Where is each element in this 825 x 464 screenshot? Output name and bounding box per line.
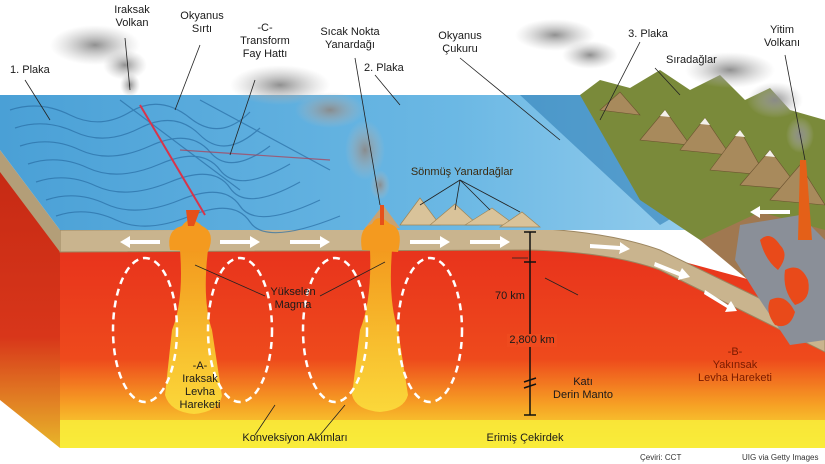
- label-iraksak-levha: -A- Iraksak Levha Hareketi: [170, 360, 230, 412]
- hotspot-plume: [352, 250, 408, 412]
- subduction-magma: [735, 215, 825, 345]
- label-line: 3. Plaka: [628, 28, 668, 40]
- mantle-side-face: [0, 170, 60, 448]
- snow-caps: [660, 110, 775, 157]
- label-line: Konveksiyon Akımları: [242, 432, 348, 444]
- label-sonmus: Sönmüş Yanardağlar: [402, 166, 522, 179]
- label-transform: -C- Transform Fay Hattı: [230, 22, 300, 61]
- label-yakinsak-levha: -B- Yakınsak Levha Hareketi: [690, 346, 780, 385]
- label-line: Okyanus: [180, 10, 224, 22]
- hotspot-conduit: [380, 205, 384, 225]
- label-konveksiyon: Konveksiyon Akımları: [225, 432, 365, 445]
- label-depth-70: 70 km: [492, 290, 528, 303]
- label-line: -A-: [192, 360, 208, 372]
- ridge-plume-head: [169, 220, 211, 252]
- label-line: Çukuru: [442, 43, 478, 55]
- label-line: 70 km: [495, 290, 525, 302]
- transform-line: [179, 149, 331, 161]
- convection-currents: [111, 256, 464, 404]
- label-line: Okyanus: [438, 30, 482, 42]
- label-yitim-volkani: Yitim Volkanı: [752, 24, 812, 50]
- label-line: Derin Manto: [553, 389, 613, 401]
- label-line: Yanardağı: [325, 39, 375, 51]
- label-line: 2,800 km: [509, 334, 555, 346]
- label-erimis-cekirdek: Erimiş Çekirdek: [470, 432, 580, 445]
- label-line: Yakınsak: [712, 359, 758, 371]
- label-plaka1: 1. Plaka: [10, 64, 50, 77]
- label-sicak-nokta: Sıcak Nokta Yanardağı: [305, 26, 395, 52]
- label-plaka2: 2. Plaka: [364, 62, 404, 75]
- label-kati-manto: Katı Derin Manto: [538, 376, 628, 402]
- label-okyanus-cukuru: Okyanus Çukuru: [425, 30, 495, 56]
- label-line: -B-: [727, 346, 743, 358]
- ridge-plume: [165, 250, 222, 414]
- label-line: Sıcak Nokta: [320, 26, 380, 38]
- label-line: Iraksak: [114, 4, 150, 16]
- subduction-melt: [760, 236, 809, 327]
- depth-scale: [523, 231, 537, 416]
- label-line: 1. Plaka: [10, 64, 50, 76]
- label-line: 2. Plaka: [364, 62, 404, 74]
- label-yukselen-magma: Yükselen Magma: [258, 286, 328, 312]
- label-line: Hareketi: [179, 399, 221, 411]
- label-line: Fay Hattı: [242, 48, 288, 60]
- label-siradaglar: Sıradağlar: [666, 54, 717, 67]
- label-line: Erimiş Çekirdek: [486, 432, 564, 444]
- crust-layer: [59, 227, 825, 353]
- credit-source: UIG via Getty Images: [742, 453, 819, 462]
- credit-translation: Çeviri: CCT: [640, 453, 682, 462]
- hotspot-plume-head: [361, 218, 400, 252]
- label-line: Magma: [274, 299, 312, 311]
- label-line: Levha: [185, 386, 215, 398]
- label-line: Sönmüş Yanardağlar: [410, 166, 514, 178]
- label-line: Sırtı: [191, 23, 213, 35]
- mountain-peaks: [599, 91, 825, 206]
- ridge-line: [139, 104, 206, 216]
- label-line: Volkan: [115, 17, 149, 29]
- crust-flow-arrows: [120, 206, 790, 312]
- label-line: Yitim: [769, 24, 795, 36]
- extinct-volcanoes: [399, 197, 541, 228]
- label-line: -C-: [257, 22, 273, 34]
- yitim-volcano-conduit: [798, 160, 812, 240]
- label-line: Iraksak: [182, 373, 218, 385]
- label-line: Sıradağlar: [666, 54, 717, 66]
- core-layer: [60, 420, 825, 448]
- label-okyanus-sirti: Okyanus Sırtı: [172, 10, 232, 36]
- crust-side: [0, 150, 60, 252]
- ridge-conduit: [186, 210, 200, 226]
- label-iraksak-volkan: Iraksak Volkan: [102, 4, 162, 30]
- label-line: Volkanı: [763, 37, 801, 49]
- label-line: Levha Hareketi: [698, 372, 772, 384]
- label-line: Katı: [573, 376, 593, 388]
- label-plaka3: 3. Plaka: [618, 28, 678, 41]
- label-line: Yükselen: [270, 286, 316, 298]
- label-line: Transform: [240, 35, 290, 47]
- label-depth-2800: 2,800 km: [507, 334, 557, 347]
- leader-lines: [24, 37, 806, 436]
